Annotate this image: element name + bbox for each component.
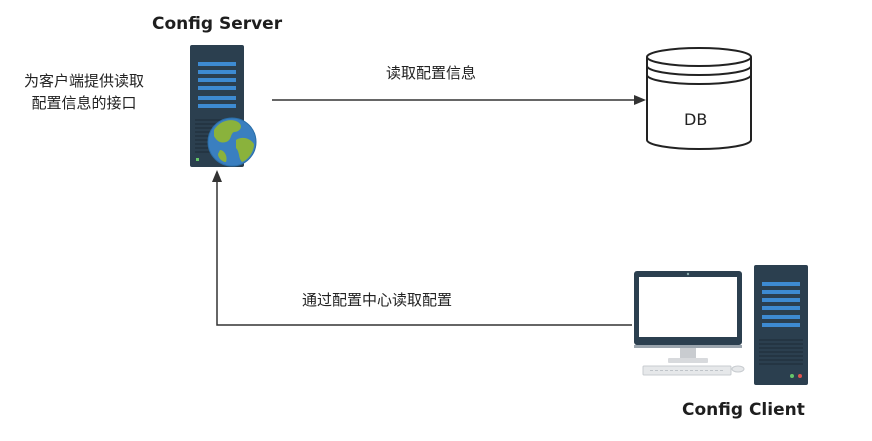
db-label: DB (684, 110, 708, 129)
config-client-title: Config Client (682, 400, 805, 420)
monitor-icon (634, 271, 742, 363)
server-description: 为客户端提供读取 配置信息的接口 (4, 70, 164, 114)
mouse-icon (731, 365, 745, 373)
arrow-label-client-read: 通过配置中心读取配置 (302, 291, 453, 309)
client-server-icon (754, 265, 808, 385)
database-icon (646, 47, 752, 150)
globe-icon (207, 117, 257, 167)
keyboard-icon (642, 365, 732, 376)
config-server-title: Config Server (152, 14, 283, 34)
arrow-client-to-server (212, 170, 632, 326)
server-description-line2: 配置信息的接口 (31, 94, 137, 112)
server-description-line1: 为客户端提供读取 (23, 72, 144, 90)
arrow-label-read-config: 读取配置信息 (386, 64, 477, 82)
